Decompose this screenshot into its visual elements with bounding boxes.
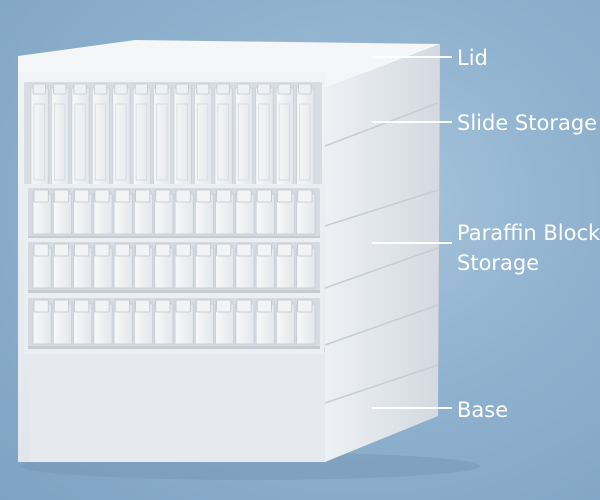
- block-slot-tab: [236, 243, 252, 257]
- block-slot-tab: [195, 243, 211, 257]
- block-slot-tab: [236, 189, 252, 203]
- block-slot-tab: [53, 243, 69, 257]
- slide-slot-window: [115, 103, 127, 181]
- block-slot-tab: [53, 189, 69, 203]
- block-slot-tab: [195, 189, 211, 203]
- label-lid: Lid: [457, 46, 488, 70]
- slide-slot-window: [197, 103, 209, 181]
- cabinet-base: [30, 348, 325, 462]
- leader-line-paraffin: [372, 242, 452, 244]
- slide-slot-window: [156, 103, 168, 181]
- block-slot-tab: [216, 189, 232, 203]
- block-slot-tab: [94, 243, 110, 257]
- label-slide-storage: Slide Storage: [457, 111, 598, 135]
- slide-slot-tab: [73, 83, 87, 95]
- side-seam-slide: [324, 189, 439, 227]
- slide-slot-tab: [277, 83, 291, 95]
- block-slot-tab: [33, 189, 49, 203]
- block-slot-tab: [114, 189, 130, 203]
- block-slot-tab: [277, 243, 293, 257]
- slide-slot-tab: [216, 83, 230, 95]
- block-slot-tab: [74, 243, 90, 257]
- block-slot-tab: [33, 243, 49, 257]
- block-slot-tab: [175, 189, 191, 203]
- block-slot-tab: [256, 243, 272, 257]
- slide-slot-window: [54, 103, 66, 181]
- slide-slot-window: [33, 103, 45, 181]
- slide-slot-tab: [236, 83, 251, 95]
- block-slot-tab: [94, 189, 110, 203]
- block-slot-tab: [216, 243, 232, 257]
- block-slot-tab: [256, 189, 272, 203]
- slide-slot-window: [176, 103, 188, 181]
- slide-slot-window: [94, 103, 107, 181]
- slide-slot-window: [299, 103, 311, 181]
- block-slot-tab: [74, 299, 90, 313]
- block-slot-tab: [297, 243, 313, 257]
- side-seam-block2: [324, 304, 439, 346]
- slide-slot-tab: [134, 83, 148, 95]
- side-seam-block1: [324, 247, 439, 289]
- slide-slot-window: [258, 103, 270, 181]
- block-slot-tab: [114, 243, 130, 257]
- slide-slot-window: [135, 103, 147, 181]
- block-slot-tab: [236, 299, 252, 313]
- block-slot-tab: [256, 299, 272, 313]
- slide-slot-tab: [93, 83, 108, 95]
- slide-slot-tab: [175, 83, 189, 95]
- slide-slot-tab: [53, 83, 67, 95]
- block-slot-tab: [135, 243, 151, 257]
- block-slot-tab: [74, 189, 90, 203]
- block-slot-tab: [175, 299, 191, 313]
- block-slot-tab: [175, 243, 191, 257]
- block-drawer-lip: [28, 346, 320, 349]
- slide-slot-tab: [196, 83, 210, 95]
- label-paraffin-block-storage: Paraffin Block Storage: [457, 218, 600, 278]
- block-slot-tab: [277, 189, 293, 203]
- slide-slot-window: [237, 103, 250, 181]
- slide-slot-tab: [155, 83, 169, 95]
- side-seam-lid: [324, 102, 439, 147]
- leader-line-base: [372, 407, 452, 409]
- block-slot-tab: [277, 299, 293, 313]
- block-slot-tab: [297, 299, 313, 313]
- slide-slot-window: [74, 103, 86, 181]
- label-base: Base: [457, 398, 509, 422]
- block-drawer-lip: [28, 290, 320, 293]
- block-slot-tab: [114, 299, 130, 313]
- slide-slot-tab: [298, 83, 312, 95]
- label-paraffin-line1: Paraffin Block: [457, 221, 600, 245]
- block-slot-tab: [155, 299, 171, 313]
- block-slot-tab: [155, 189, 171, 203]
- slide-slot-tab: [257, 83, 271, 95]
- block-drawer-lip: [28, 236, 320, 239]
- block-slot-tab: [135, 299, 151, 313]
- cabinet-side-panel: [325, 44, 440, 462]
- leader-line-lid: [372, 56, 452, 58]
- slide-slot-tab: [32, 83, 46, 95]
- block-slot-tab: [216, 299, 232, 313]
- slide-slot-window: [278, 103, 290, 181]
- block-slot-tab: [135, 189, 151, 203]
- block-slot-tab: [195, 299, 211, 313]
- slide-slot-window: [217, 103, 229, 181]
- leader-line-slide-storage: [372, 121, 452, 123]
- block-slot-tab: [53, 299, 69, 313]
- block-slot-tab: [155, 243, 171, 257]
- block-slot-tab: [33, 299, 49, 313]
- side-seam-base: [324, 364, 439, 404]
- block-slot-tab: [94, 299, 110, 313]
- slide-slot-tab: [114, 83, 128, 95]
- block-slot-tab: [297, 189, 313, 203]
- label-paraffin-line2: Storage: [457, 251, 540, 275]
